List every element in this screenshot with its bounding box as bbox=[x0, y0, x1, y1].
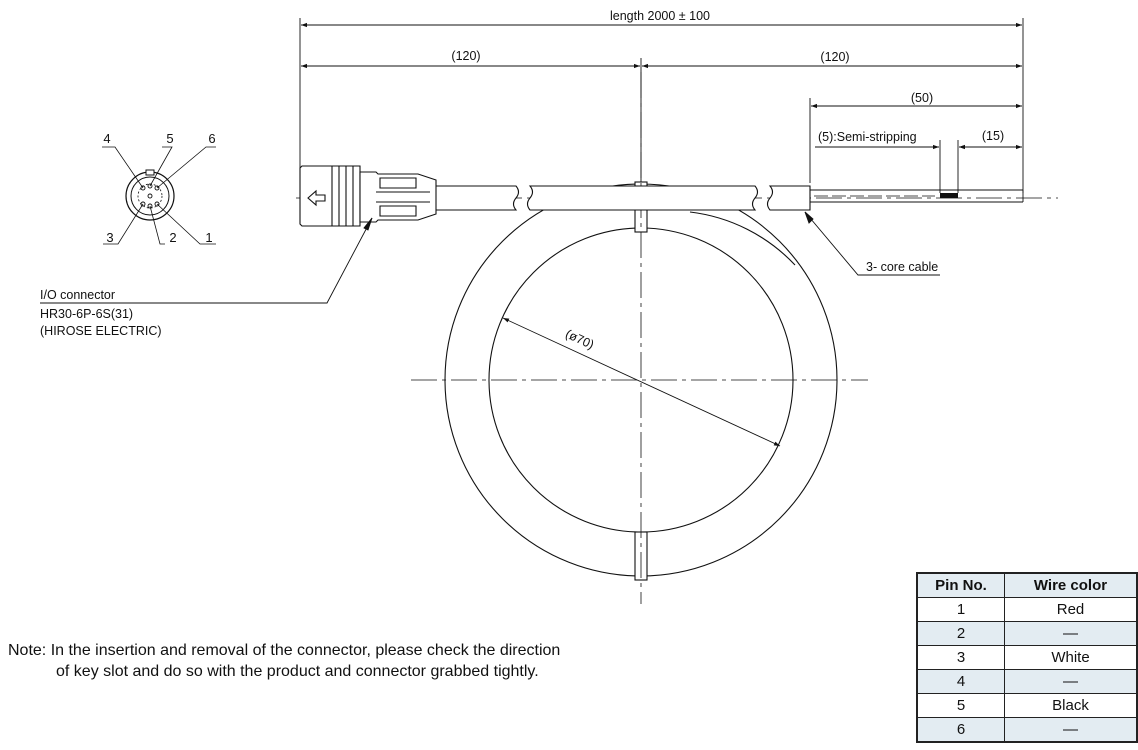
pin-cell: 3 bbox=[916, 645, 1005, 670]
pin-cell: 6 bbox=[916, 717, 1005, 743]
right-segment-label: (120) bbox=[820, 50, 849, 64]
handling-note: Note: In the insertion and removal of th… bbox=[8, 640, 560, 682]
pin-cell: 2 bbox=[916, 621, 1005, 646]
note-line-2: of key slot and do so with the product a… bbox=[56, 663, 539, 680]
color-cell: Red bbox=[1004, 597, 1138, 622]
pin-labels: 4 5 6 3 2 1 bbox=[103, 131, 215, 245]
table-row: 2 — bbox=[916, 621, 1138, 646]
table-row: 5 Black bbox=[916, 693, 1138, 718]
dimension-lines bbox=[299, 18, 1024, 193]
connector-title: I/O connector bbox=[40, 288, 115, 302]
color-cell: — bbox=[1004, 669, 1138, 694]
stripped-wires bbox=[810, 189, 1024, 203]
center-lines bbox=[296, 72, 1058, 604]
left-segment-label: (120) bbox=[451, 49, 480, 63]
pin-cell: 5 bbox=[916, 693, 1005, 718]
wire-color-header: Wire color bbox=[1004, 572, 1138, 598]
pin-cell: 4 bbox=[916, 669, 1005, 694]
connector-part-number: HR30-6P-6S(31) bbox=[40, 307, 133, 321]
strip-length-label: (50) bbox=[911, 91, 933, 105]
color-cell: — bbox=[1004, 621, 1138, 646]
connector-maker: (HIROSE ELECTRIC) bbox=[40, 324, 162, 338]
cable-leader bbox=[804, 211, 940, 276]
table-row: 3 White bbox=[916, 645, 1138, 670]
end-length-label: (15) bbox=[982, 129, 1004, 143]
pin-cell: 1 bbox=[916, 597, 1005, 622]
color-cell: — bbox=[1004, 717, 1138, 743]
connector-leader bbox=[40, 217, 373, 304]
dimension-labels: length 2000 ± 100 (120) (120) (50) (5):S… bbox=[451, 9, 1004, 144]
table-header-row: Pin No. Wire color bbox=[916, 572, 1138, 598]
io-connector bbox=[299, 165, 437, 227]
table-row: 6 — bbox=[916, 717, 1138, 743]
pin-label: 4 bbox=[103, 131, 110, 146]
pin-no-header: Pin No. bbox=[916, 572, 1005, 598]
table-row: 4 — bbox=[916, 669, 1138, 694]
color-cell: Black bbox=[1004, 693, 1138, 718]
wire-color-table: Pin No. Wire color 1 Red 2 — 3 White 4 —… bbox=[916, 572, 1138, 743]
pin-label: 1 bbox=[205, 230, 212, 245]
diameter-dimension: (ø70) bbox=[502, 317, 781, 447]
note-line-1: Note: In the insertion and removal of th… bbox=[8, 642, 561, 659]
pin-label: 5 bbox=[166, 131, 173, 146]
pin-label: 3 bbox=[106, 230, 113, 245]
key-arrow-icon bbox=[307, 189, 326, 207]
table-row: 1 Red bbox=[916, 597, 1138, 622]
cable-run bbox=[436, 185, 811, 211]
cable-callout: 3- core cable bbox=[866, 260, 938, 274]
pin-label: 6 bbox=[208, 131, 215, 146]
pin-label: 2 bbox=[169, 230, 176, 245]
connector-face-view bbox=[102, 146, 216, 245]
connector-callout: I/O connector HR30-6P-6S(31) (HIROSE ELE… bbox=[40, 288, 162, 338]
total-length-label: length 2000 ± 100 bbox=[610, 9, 710, 23]
semi-stripping-label: (5):Semi-stripping bbox=[818, 130, 917, 144]
color-cell: White bbox=[1004, 645, 1138, 670]
